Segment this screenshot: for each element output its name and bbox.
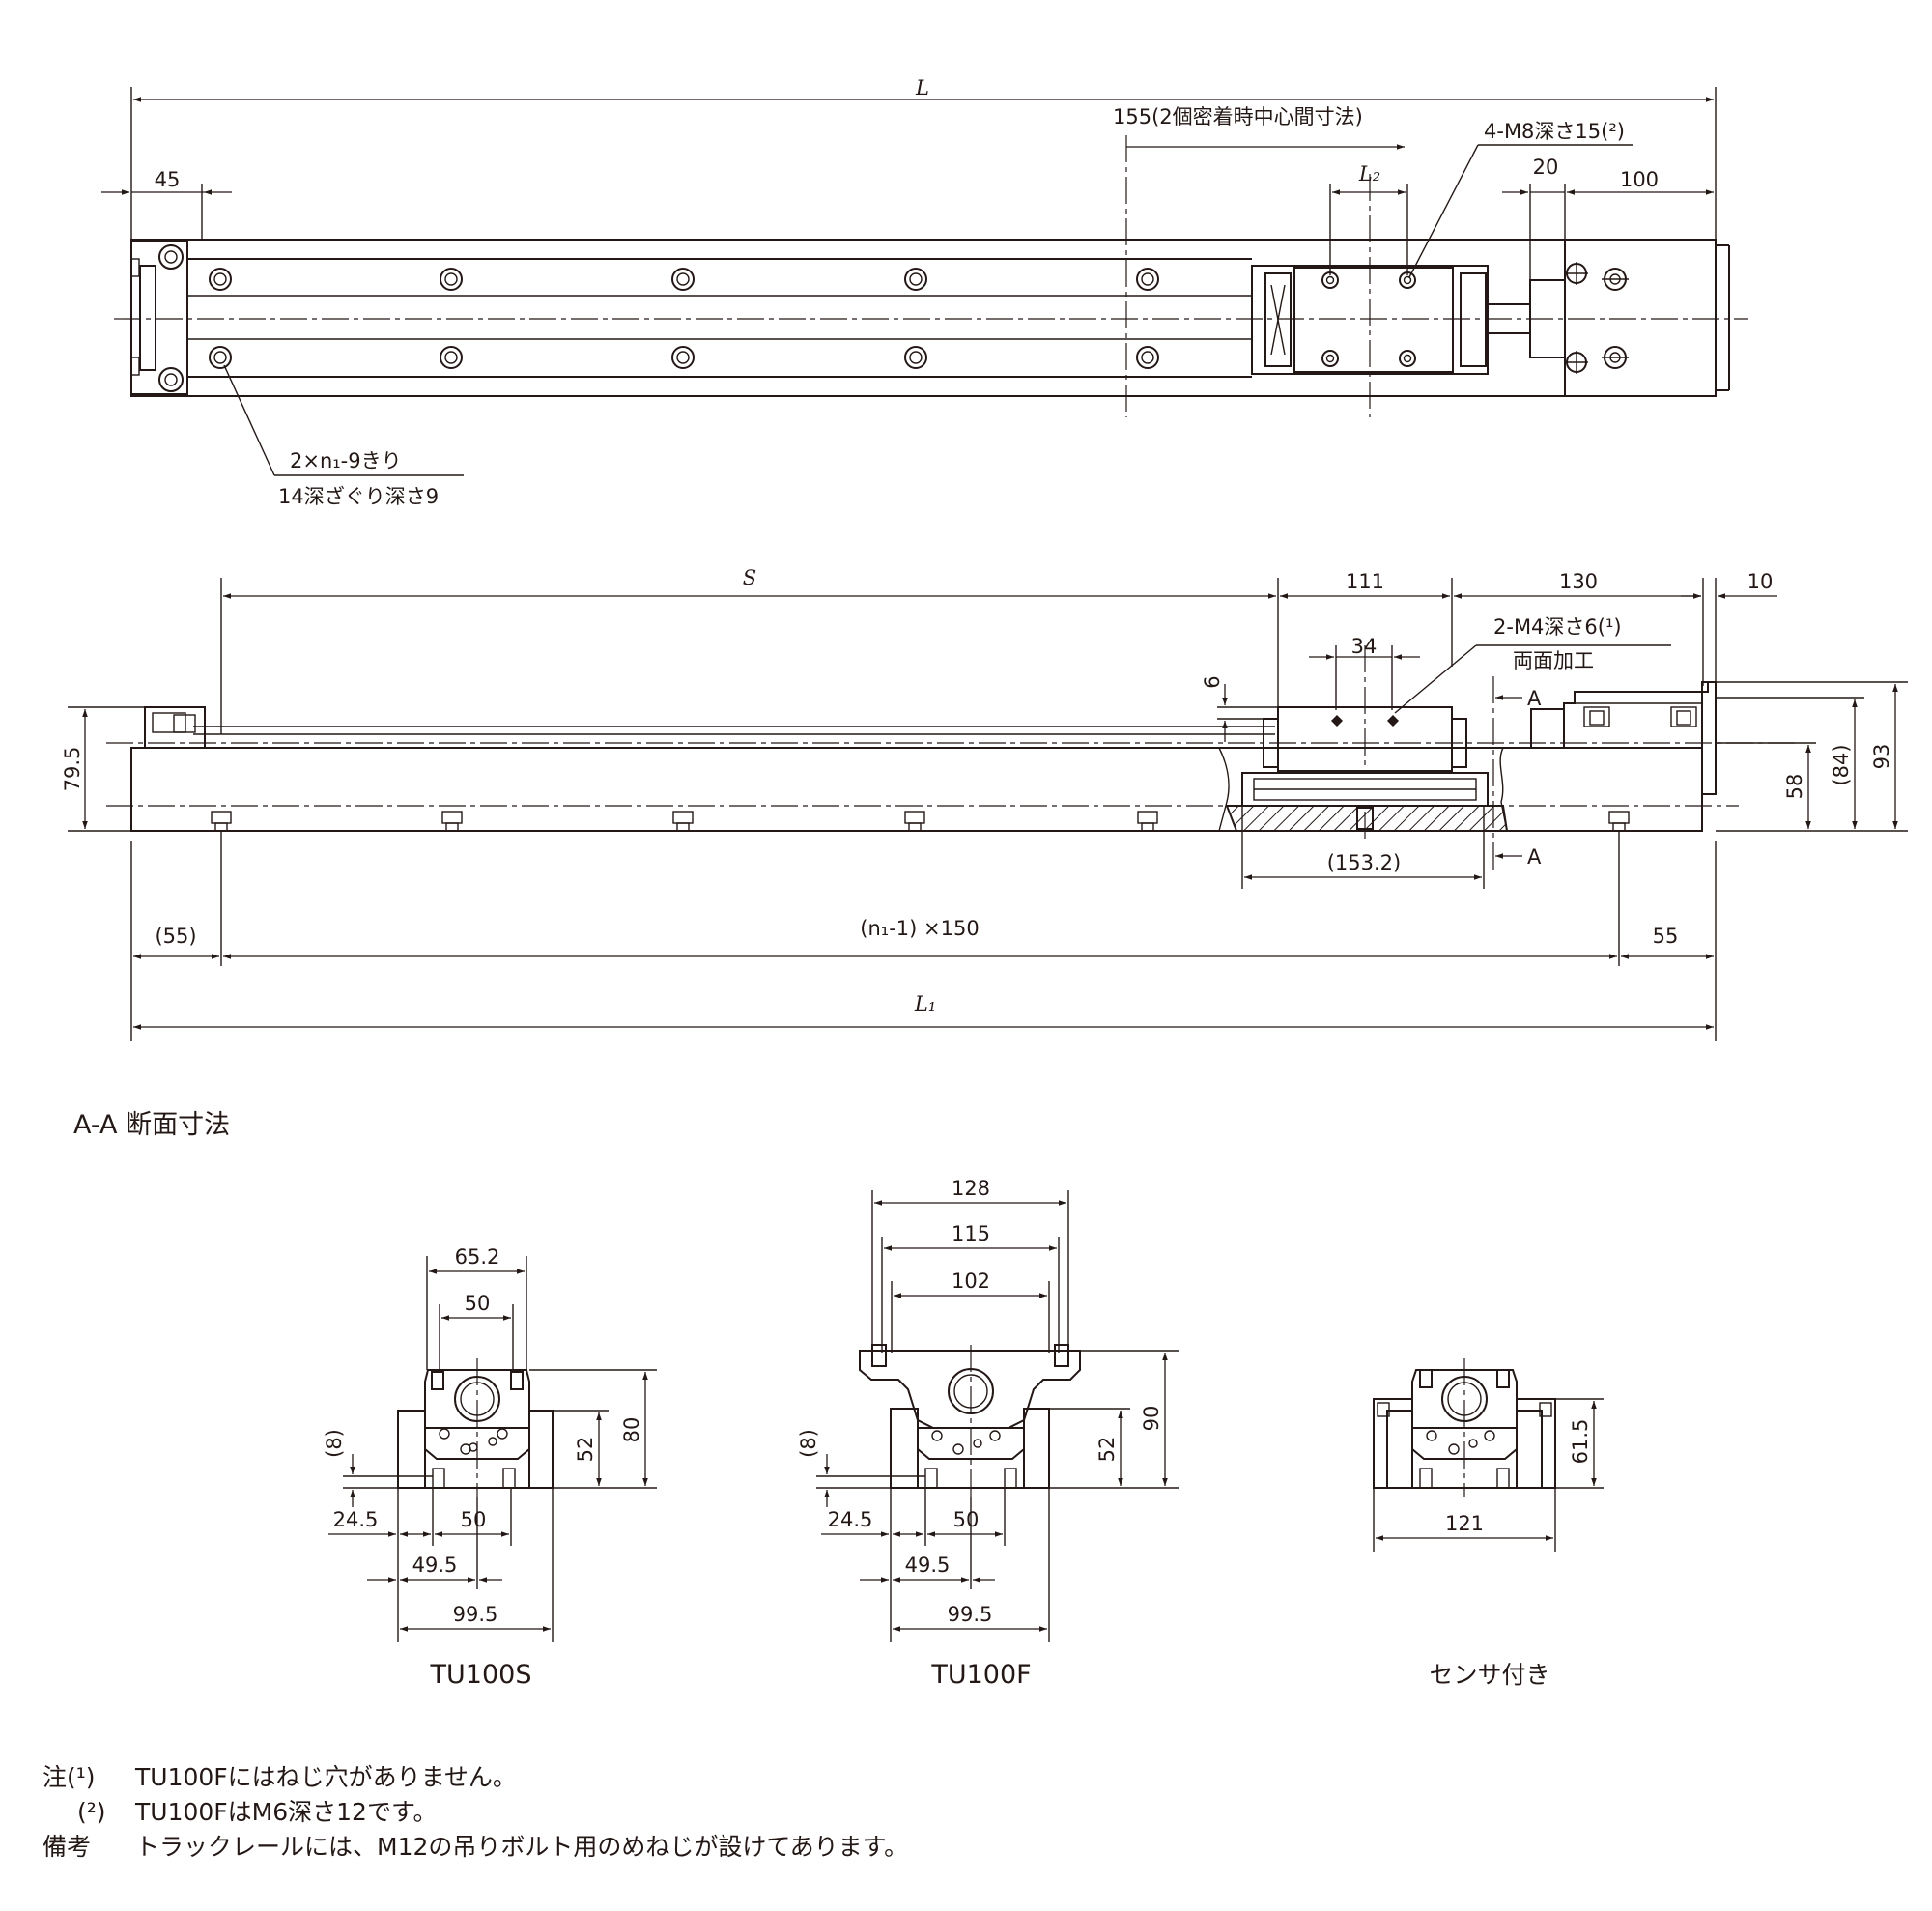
dim-4-m8: 4-M8深さ15(²) [1484, 120, 1625, 143]
top-view [101, 87, 1748, 476]
dim-55-right: 55 [1653, 925, 1679, 948]
labels: L 155(2個密着時中心間寸法) L₂ 4-M8深さ15(²) 20 100 … [43, 76, 1893, 1861]
dim-130: 130 [1559, 570, 1598, 593]
dim-2-m4-sub: 両面加工 [1513, 649, 1594, 672]
dim-20: 20 [1533, 156, 1559, 179]
dim-45: 45 [155, 168, 181, 191]
dim-155: 155(2個密着時中心間寸法) [1113, 105, 1363, 128]
section-a-top: A [1527, 687, 1542, 710]
tu100f-99-5: 99.5 [948, 1603, 993, 1626]
tu100f-128: 128 [952, 1177, 990, 1200]
sensor-label: センサ付き [1429, 1661, 1549, 1689]
dim-79-5: 79.5 [61, 747, 84, 792]
callout-counterbore: 14深ざぐり深さ9 [278, 485, 439, 508]
tu100f-label: TU100F [930, 1660, 1031, 1690]
note-2-mark: (²) [77, 1798, 106, 1826]
dim-34: 34 [1351, 635, 1378, 658]
dim-55-left: (55) [155, 925, 196, 948]
section-sensor [1373, 1358, 1604, 1552]
tu100s-50-top: 50 [465, 1292, 491, 1315]
dim-L: L [915, 76, 929, 100]
sensor-121: 121 [1445, 1512, 1484, 1535]
dim-10: 10 [1747, 570, 1774, 593]
section-a-bottom: A [1527, 845, 1542, 869]
tu100s-label: TU100S [430, 1660, 532, 1690]
dim-S: S [743, 566, 756, 589]
section-tu100f [816, 1190, 1179, 1642]
tu100f-102: 102 [952, 1269, 990, 1293]
tu100f-50-bot: 50 [953, 1508, 980, 1531]
tu100s-80: 80 [620, 1417, 643, 1443]
dim-pitch: (n₁-1) ×150 [860, 917, 979, 940]
tu100f-49-5: 49.5 [905, 1554, 951, 1577]
dim-2-m4: 2-M4深さ6(¹) [1493, 615, 1622, 639]
dim-58: 58 [1783, 774, 1806, 800]
note-3-mark: 備考 [43, 1833, 91, 1861]
dim-6: 6 [1201, 675, 1224, 688]
tu100f-24-5: 24.5 [828, 1508, 873, 1531]
side-view [68, 578, 1908, 1041]
dim-84: (84) [1830, 744, 1853, 785]
dim-L1: L₁ [914, 992, 936, 1015]
sensor-61-5: 61.5 [1569, 1419, 1592, 1465]
tu100f-52: 52 [1095, 1437, 1119, 1463]
section-tu100s [328, 1256, 657, 1642]
tu100f-8: (8) [797, 1429, 820, 1458]
tu100s-65-2: 65.2 [455, 1245, 500, 1269]
callout-holes: 2×n₁-9きり [290, 449, 402, 472]
section-title: A-A 断面寸法 [73, 1110, 230, 1140]
note-1-mark: 注(¹) [43, 1763, 96, 1791]
tu100s-8: (8) [323, 1429, 346, 1458]
tu100f-90: 90 [1140, 1406, 1163, 1432]
tu100s-99-5: 99.5 [453, 1603, 498, 1626]
note-2-text: TU100FはM6深さ12です。 [134, 1798, 437, 1826]
tu100s-52: 52 [574, 1437, 597, 1463]
dim-111: 111 [1346, 570, 1384, 593]
dim-L2: L₂ [1358, 162, 1380, 185]
dim-100: 100 [1620, 168, 1659, 191]
dim-153-2: (153.2) [1327, 851, 1402, 874]
tu100s-24-5: 24.5 [333, 1508, 379, 1531]
dim-93: 93 [1870, 744, 1893, 770]
tu100s-50-bot: 50 [461, 1508, 487, 1531]
tu100s-49-5: 49.5 [412, 1554, 458, 1577]
note-3-text: トラックレールには、M12の吊りボルト用のめねじが設けてあります。 [135, 1833, 908, 1861]
tu100f-115: 115 [952, 1222, 990, 1245]
note-1-text: TU100Fにはねじ穴がありません。 [134, 1763, 517, 1791]
